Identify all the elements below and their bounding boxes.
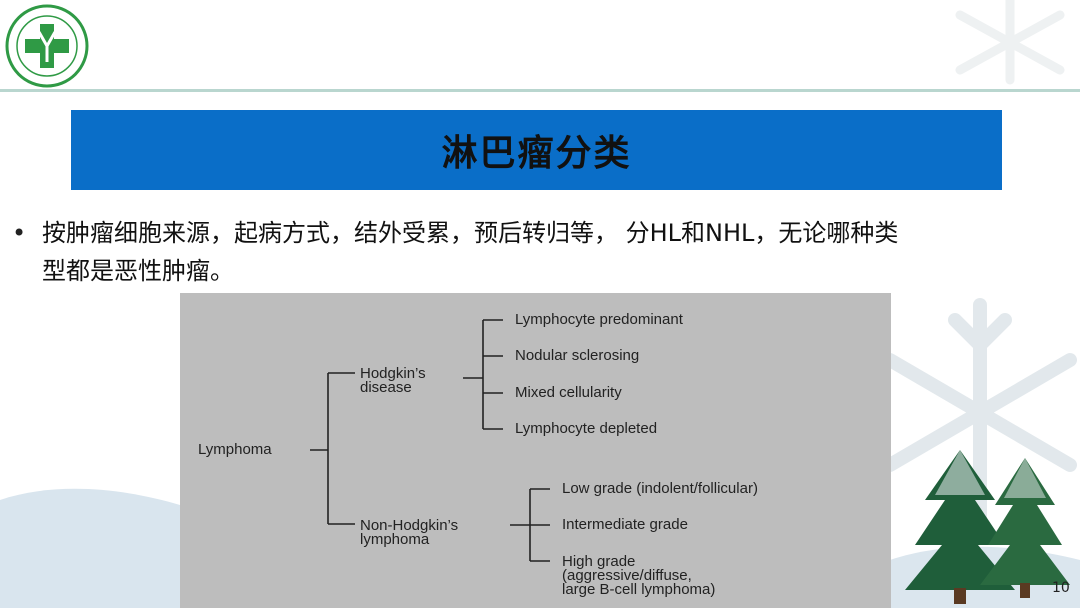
nonhodgkin-grade-item: High grade (aggressive/diffuse, large B-… [562,553,716,598]
pine-tree-decoration-icon [980,458,1070,598]
bullet-item: • 按肿瘤细胞来源，起病方式，结外受累，预后转归等， 分HL和NHL，无论哪种类… [10,214,930,290]
snow-hill [0,488,180,608]
bullet-icon: • [12,219,27,247]
nonhodgkin-grade-item: Intermediate grade [562,516,688,533]
nonhodgkin-label: Non-Hodgkin’s lymphoma [360,517,459,548]
pine-tree-decoration-icon [905,450,1015,604]
hodgkin-label: Hodgkin’s disease [360,365,426,396]
title-bar: 淋巴瘤分类 [71,110,1002,190]
diagram-root-label: Lymphoma [198,441,272,458]
header-divider [0,89,1080,92]
hodgkin-type-item: Lymphocyte predominant [515,311,683,328]
snowflake-decoration-icon [955,0,1065,85]
classification-diagram: Lymphoma Hodgkin’s disease Lymphocyte pr… [180,293,891,608]
slide-title: 淋巴瘤分类 [441,133,632,174]
nonhodgkin-grade-item: Low grade (indolent/follicular) [562,480,758,497]
hodgkin-type-item: Lymphocyte depleted [515,420,658,437]
hospital-logo-icon [5,4,89,88]
hodgkin-type-item: Mixed cellularity [515,384,622,401]
diagram-connectors [310,319,550,562]
hodgkin-type-item: Nodular sclerosing [515,347,640,364]
bullet-text: 按肿瘤细胞来源，起病方式，结外受累，预后转归等， 分HL和NHL，无论哪种类型都… [42,219,899,285]
page-number: 10 [1052,580,1070,596]
